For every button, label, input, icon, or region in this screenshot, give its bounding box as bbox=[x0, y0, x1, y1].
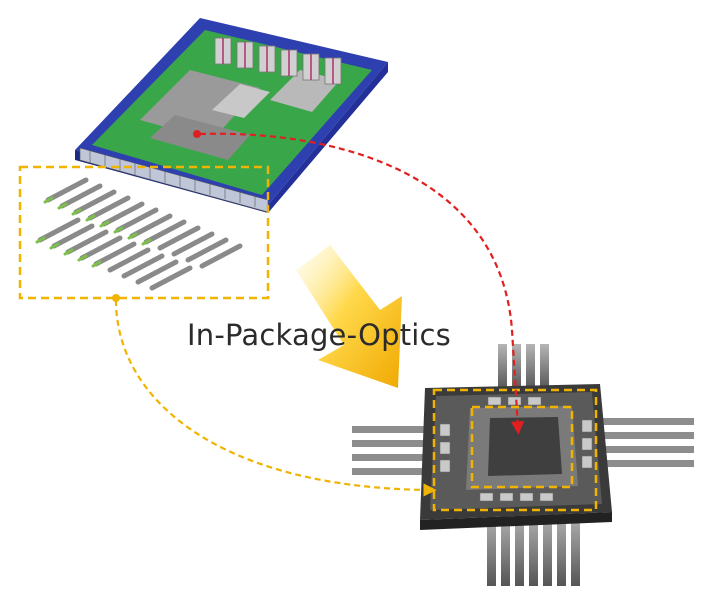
asic-link-path bbox=[199, 132, 525, 435]
optics-link-path bbox=[114, 299, 437, 497]
arrow-down-right-icon bbox=[296, 245, 402, 388]
pluggable-transceiver-icon bbox=[18, 165, 270, 302]
chip-package-icon bbox=[352, 344, 694, 586]
diagram-caption: In-Package-Optics bbox=[187, 318, 451, 352]
switch-board-icon bbox=[75, 18, 388, 213]
